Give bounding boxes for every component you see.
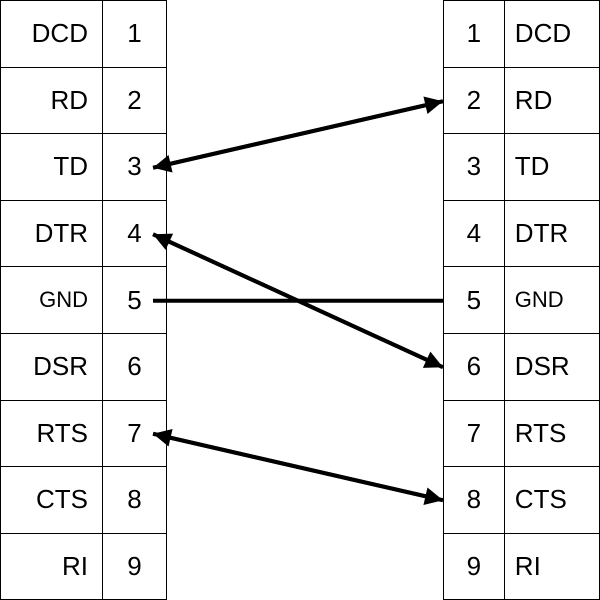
right-pin-number: 1 (443, 0, 505, 68)
wire-line (168, 99, 444, 167)
arrowhead-icon (153, 233, 174, 250)
left-pin-name: TD (0, 133, 103, 201)
right-pin-name: DTR (503, 199, 600, 268)
right-pin-name: TD (503, 133, 600, 201)
wire-line (168, 435, 444, 503)
left-pin-name: RI (0, 532, 103, 600)
left-pin-name: GND (0, 266, 103, 334)
right-pin-name: DCD (503, 0, 600, 68)
right-pin-name: GND (503, 266, 600, 334)
right-pin-number: 4 (443, 199, 505, 268)
right-pin-name: RTS (503, 399, 600, 468)
left-pin-name: RTS (0, 399, 103, 468)
left-pin-number: 8 (102, 466, 167, 534)
wire-line (166, 239, 444, 370)
left-pin-number: 1 (102, 0, 167, 68)
left-pin-number: 2 (102, 66, 167, 135)
left-pin-number: 6 (102, 332, 167, 401)
left-pin-name: CTS (0, 466, 103, 534)
arrowhead-icon (153, 154, 173, 173)
left-pin-name: DCD (0, 0, 103, 68)
right-pin-name: RD (503, 66, 600, 135)
right-pin-number: 7 (443, 399, 505, 468)
left-pin-number: 9 (102, 532, 167, 600)
left-pin-name: DSR (0, 332, 103, 401)
right-pin-name: CTS (503, 466, 600, 534)
arrowhead-icon (153, 429, 173, 447)
right-pin-name: DSR (503, 332, 600, 401)
right-pin-name: RI (503, 532, 600, 600)
